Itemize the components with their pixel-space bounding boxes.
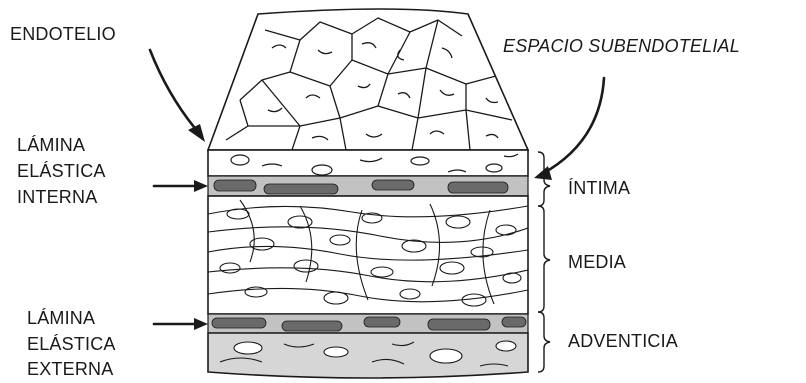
lamina-externa-line-1: LÁMINA (27, 306, 95, 330)
external-elastic-lamina (208, 314, 528, 333)
endotelio-arrow (150, 50, 198, 132)
intima-layer (208, 150, 528, 176)
lamina-externa-line-3: EXTERNA (27, 357, 113, 381)
adventitia-layer (208, 333, 528, 378)
layer-braces (538, 152, 550, 372)
endothelium-layer (208, 9, 528, 150)
lamina-interna-line-2: ELÁSTICA (17, 159, 106, 183)
lamina-interna-line-1: LÁMINA (17, 133, 85, 157)
adventicia-label: ADVENTICIA (568, 329, 678, 353)
lamina-externa-line-2: ELÁSTICA (27, 332, 116, 356)
espacio-subendotelial-label: ESPACIO SUBENDOTELIAL (503, 34, 740, 58)
lamina-interna-line-3: INTERNA (17, 185, 97, 209)
intima-label: ÍNTIMA (568, 176, 630, 200)
media-label: MEDIA (568, 250, 626, 274)
internal-elastic-lamina (208, 176, 528, 196)
subendotelial-arrow (542, 78, 604, 174)
media-layer (208, 196, 528, 314)
endotelio-label: ENDOTELIO (10, 22, 116, 46)
